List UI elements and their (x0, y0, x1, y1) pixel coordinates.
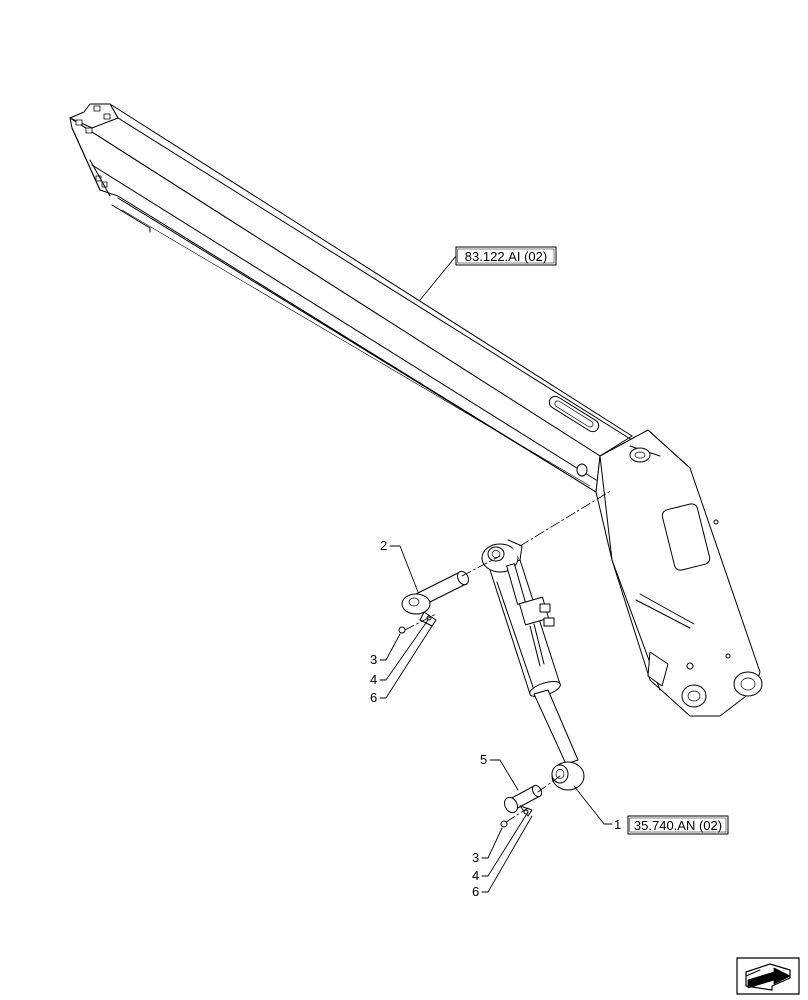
upper-bolt (398, 626, 406, 634)
upper-pin (401, 570, 470, 627)
boom-arm (69, 103, 763, 717)
callout-1: 1 (614, 817, 621, 832)
callout-4-lower: 4 (472, 868, 479, 883)
callout-5: 5 (480, 752, 487, 767)
callout-6-lower: 6 (472, 884, 479, 899)
hydraulic-cylinder (481, 539, 585, 791)
callout-4-upper: 4 (370, 672, 377, 687)
callout-3-lower: 3 (472, 850, 479, 865)
boom-reference-label[interactable]: 83.122.AI (02) (465, 249, 547, 264)
cylinder-reference-label[interactable]: 35.740.AN (02) (634, 818, 722, 833)
callout-6-upper: 6 (370, 690, 377, 705)
callout-3-upper: 3 (370, 652, 377, 667)
next-page-arrow-icon[interactable] (736, 957, 800, 995)
callout-2: 2 (380, 538, 387, 553)
cylinder-reference-box[interactable]: 35.740.AN (02) (627, 815, 729, 835)
boom-reference-box[interactable]: 83.122.AI (02) (455, 246, 557, 266)
lower-bolt (500, 820, 508, 828)
